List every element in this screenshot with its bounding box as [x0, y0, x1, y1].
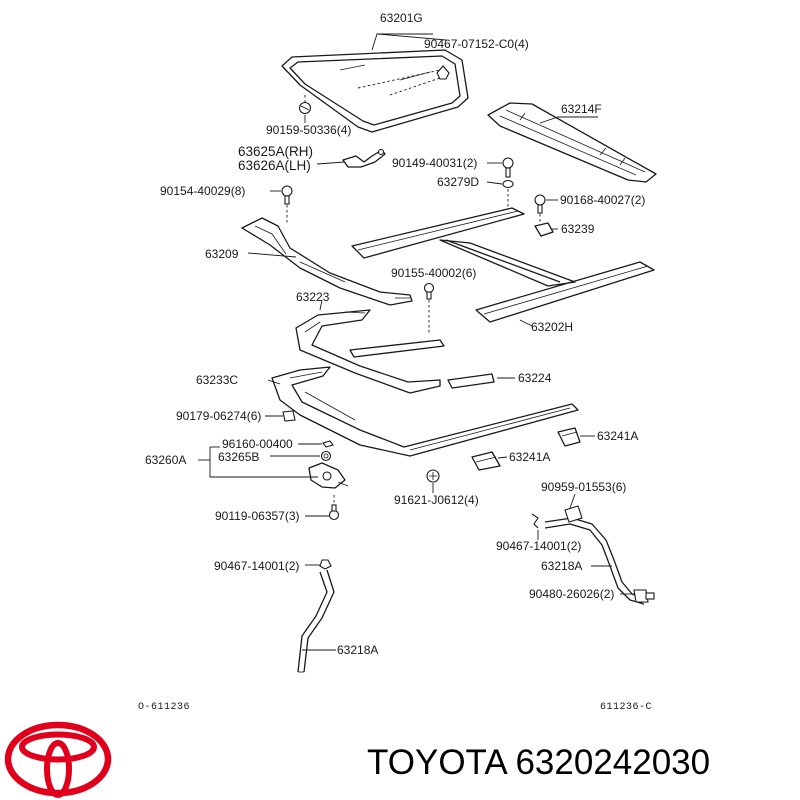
- label-63233C: 63233C: [196, 373, 238, 387]
- sunroof-glass-panel: [281, 49, 469, 133]
- cover-63224: [349, 339, 495, 389]
- drain-hose-left: [297, 569, 335, 673]
- label-63201G: 63201G: [380, 11, 423, 25]
- brand-part-number: TOYOTA 6320242030: [367, 743, 710, 782]
- label-63241A-mid: 63241A: [509, 450, 550, 464]
- label-63260A: 63260A: [145, 453, 186, 467]
- gear-63265B: [320, 450, 332, 462]
- label-90480-26026: 90480-26026(2): [529, 587, 614, 601]
- frame-63209: [241, 217, 413, 306]
- label-63625A: 63625A(RH): [238, 144, 313, 159]
- clamp-90467-right: [531, 513, 539, 529]
- screw-90119: [328, 504, 340, 521]
- label-63241A-right: 63241A: [597, 429, 638, 443]
- label-90168-40027: 90168-40027(2): [560, 193, 645, 207]
- glass-bolt-hardware: [298, 65, 450, 115]
- seal-63223: [295, 309, 441, 394]
- label-63218A-left: 63218A: [337, 643, 378, 657]
- bracket-63625A: [342, 148, 386, 168]
- label-90467-14001-left: 90467-14001(2): [214, 559, 299, 573]
- label-63223: 63223: [296, 290, 330, 304]
- block-63239: [534, 222, 554, 237]
- housing-63233C: [271, 366, 579, 457]
- clamp-90467-left: [319, 559, 332, 570]
- nut-90179: [282, 410, 296, 422]
- label-90119-06357: 90119-06357(3): [215, 509, 300, 523]
- toyota-logo: [4, 721, 112, 798]
- rail-upper: [351, 207, 525, 259]
- clip-63241A-right: [557, 427, 581, 447]
- clamp-90959: [564, 505, 583, 523]
- bolt-90155: [423, 282, 435, 300]
- label-63209: 63209: [205, 247, 239, 261]
- label-91621-J0612: 91621-J0612(4): [394, 493, 479, 507]
- label-63202H: 63202H: [531, 320, 573, 334]
- label-63626A: 63626A(LH): [238, 158, 311, 173]
- label-90179-06274: 90179-06274(6): [176, 409, 261, 423]
- label-96160-00400: 96160-00400: [222, 437, 293, 451]
- bolt-90168: [534, 194, 546, 214]
- label-90155-40002: 90155-40002(6): [391, 266, 476, 280]
- label-90467-14001-right: 90467-14001(2): [496, 539, 581, 553]
- label-90154-40029: 90154-40029(8): [160, 184, 245, 198]
- label-63265B: 63265B: [218, 450, 259, 464]
- clip-63241A-mid: [471, 451, 501, 471]
- label-90149-40031: 90149-40031(2): [392, 156, 477, 170]
- label-63279D: 63279D: [437, 175, 479, 189]
- bolt-90149: [502, 157, 514, 178]
- ref-code-right: 611236-C: [600, 702, 652, 713]
- rail-lower-63202H: [475, 261, 655, 323]
- bolt-90154: [281, 185, 293, 205]
- label-90467-07152: 90467-07152-C0(4): [424, 37, 529, 51]
- ref-code-left: O-611236: [138, 702, 190, 713]
- washer-63279D: [502, 179, 514, 189]
- label-63214F: 63214F: [561, 102, 602, 116]
- rail-63214F: [487, 102, 657, 183]
- grommet-91621: [426, 469, 440, 483]
- drive-motor-63260A: [308, 462, 349, 489]
- rail-cross-members: [439, 239, 576, 287]
- label-90159-50336: 90159-50336(4): [266, 123, 351, 137]
- label-90959-01553: 90959-01553(6): [541, 480, 626, 494]
- label-63224: 63224: [518, 371, 552, 385]
- label-63218A-right: 63218A: [541, 559, 582, 573]
- screw-96160: [322, 440, 334, 448]
- clip-90480: [633, 589, 655, 603]
- label-63239: 63239: [561, 222, 595, 236]
